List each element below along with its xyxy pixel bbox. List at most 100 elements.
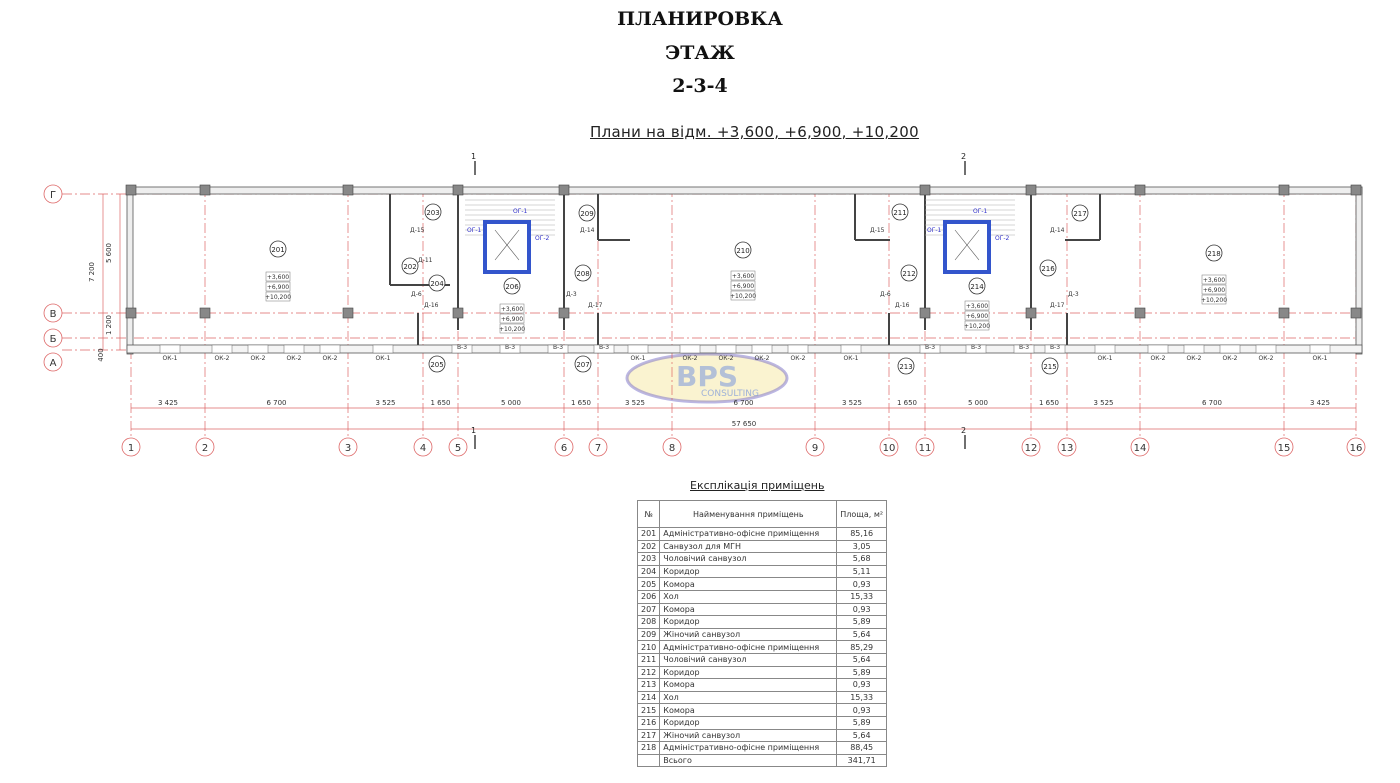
axis-label: 8 [669, 443, 675, 454]
axis-label: 1 [128, 443, 134, 454]
level-mark-box [1201, 284, 1227, 295]
room-name-cell: Коридор [659, 615, 838, 629]
room-area-cell: 0,93 [836, 678, 888, 692]
level-mark-box [964, 310, 990, 321]
room-tag [428, 274, 446, 292]
room-number-cell: 217 [636, 728, 661, 743]
fire-extinguisher-label: ОГ-1 [927, 227, 942, 234]
window-label: ОК-2 [719, 355, 734, 362]
window [715, 344, 737, 354]
level-mark: +3,600 [732, 273, 754, 280]
window [319, 344, 341, 354]
level-mark: +6,900 [732, 283, 754, 290]
window-label: ОК-2 [251, 355, 266, 362]
door-label: Д-6 [411, 291, 422, 298]
column [558, 307, 570, 319]
level-mark-box [730, 270, 756, 281]
axis-bubble [43, 328, 63, 348]
dimension-value: 1 650 [571, 399, 591, 407]
axis-label: 5 [455, 443, 461, 454]
axis-bubble [195, 437, 215, 457]
room-name-cell: Адміністративно-офісне приміщення [659, 640, 838, 654]
axis-bubble [43, 352, 63, 372]
door-label: Д-6 [880, 291, 891, 298]
column [1350, 307, 1362, 319]
axis-label: В [50, 309, 57, 320]
room-tag [897, 357, 915, 375]
axis-bubble [413, 437, 433, 457]
room-number-cell: 210 [636, 640, 661, 654]
column [1278, 307, 1290, 319]
column [558, 184, 570, 196]
window-label: В-3 [505, 344, 515, 351]
explication-title: Експлікація приміщень [690, 479, 825, 492]
room-number: 201 [271, 246, 284, 254]
window [499, 344, 521, 354]
exterior-wall-west [126, 186, 134, 355]
room-name-cell: Адміністративно-офісне приміщення [659, 527, 838, 541]
axis-bubble [338, 437, 358, 457]
room-number: 215 [1043, 363, 1056, 371]
axis-bubble [43, 184, 63, 204]
room-name-cell: Адміністративно-офісне приміщення [659, 741, 838, 755]
window-label: ОК-2 [1151, 355, 1166, 362]
dimension-value: 1 650 [430, 399, 450, 407]
door-label: Д-14 [580, 227, 595, 234]
level-mark: +3,600 [267, 274, 289, 281]
window-label: ОК-2 [1259, 355, 1274, 362]
window [593, 344, 615, 354]
window [1219, 344, 1241, 354]
room-tag [428, 355, 446, 373]
dimension-value: 6 700 [266, 399, 286, 407]
room-number-cell: 216 [636, 715, 661, 730]
dimension-value: 3 525 [625, 399, 645, 407]
dimension-value: 3 525 [842, 399, 862, 407]
axis-label: 14 [1134, 443, 1147, 454]
room-name-cell: Санвузол для МГН [659, 539, 838, 554]
axis-label: 9 [812, 443, 818, 454]
room-number-cell: 201 [636, 527, 661, 541]
window [1147, 344, 1169, 354]
column [199, 307, 211, 319]
level-mark: +6,900 [501, 316, 523, 323]
axis-bubble [1130, 437, 1150, 457]
door-label: Д-3 [1068, 291, 1079, 298]
window [247, 344, 269, 354]
axis-label: 3 [345, 443, 351, 454]
room-area-cell: 5,89 [836, 615, 888, 629]
room-number: 206 [505, 283, 519, 291]
window [627, 344, 649, 354]
room-tag [424, 203, 442, 221]
axis-bubble [121, 437, 141, 457]
room-number-cell: 203 [636, 552, 661, 566]
room-number: 209 [580, 210, 593, 218]
level-mark: +3,600 [1203, 277, 1225, 284]
fire-extinguisher-label: ОГ-2 [535, 235, 550, 242]
room-area-cell: 341,71 [836, 753, 888, 768]
door-label: Д-3 [566, 291, 577, 298]
fire-extinguisher-label: ОГ-1 [513, 208, 528, 215]
section-label: 1 [471, 152, 476, 161]
room-area-cell: 5,89 [836, 715, 888, 730]
room-tag [1041, 357, 1059, 375]
window-label: ОК-2 [755, 355, 770, 362]
room-number-cell: 218 [636, 741, 661, 755]
window-label: В-3 [971, 344, 981, 351]
room-number-cell: 205 [636, 577, 661, 591]
column [1025, 184, 1037, 196]
door-label: Д-15 [410, 227, 425, 234]
room-area-cell: 15,33 [836, 589, 888, 604]
window [1094, 344, 1116, 354]
window-label: ОК-2 [1187, 355, 1202, 362]
axis-bubble [879, 437, 899, 457]
elevator-cross [494, 229, 520, 261]
elevator-shaft [943, 220, 991, 274]
window [965, 344, 987, 354]
exterior-wall-east [1355, 186, 1363, 355]
window [1309, 344, 1331, 354]
